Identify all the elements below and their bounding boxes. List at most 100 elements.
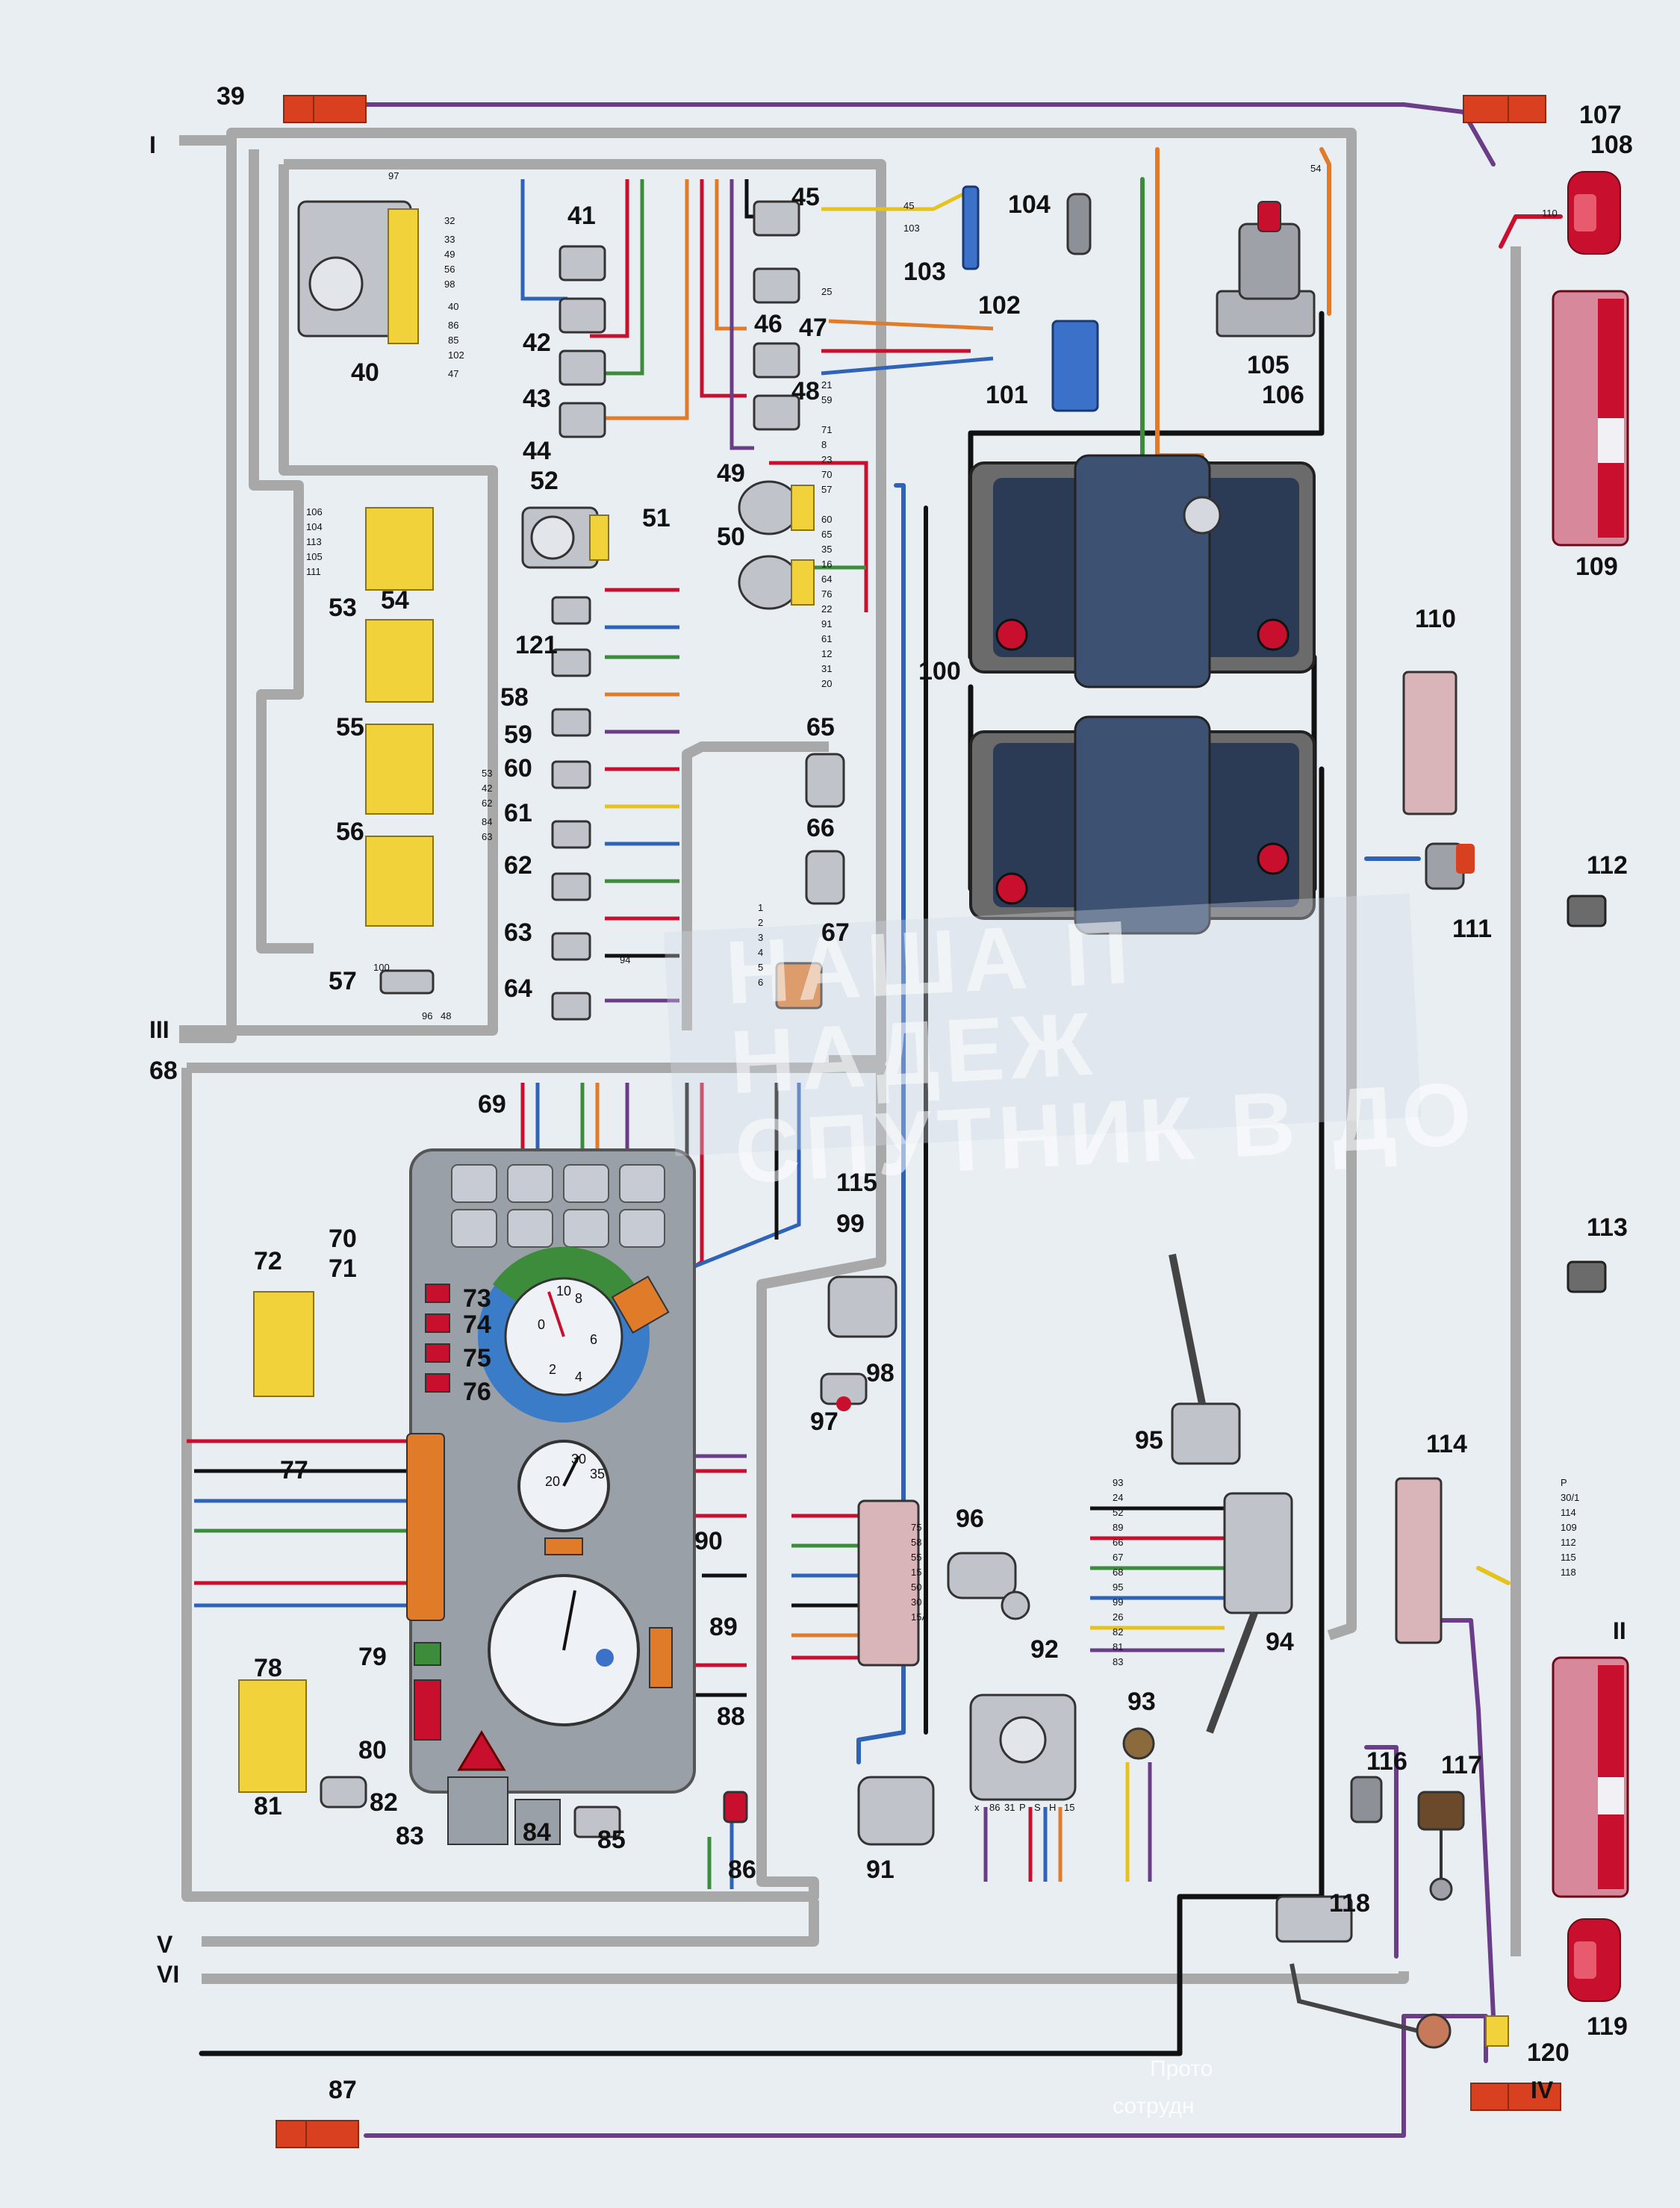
bundle-wire-7 [729, 179, 754, 450]
callout-label-13: 103 [903, 258, 946, 286]
callout-label-14: 104 [1008, 190, 1051, 219]
callout-label-33: 61 [504, 799, 532, 827]
fuse-107-body [1463, 95, 1546, 123]
pedal-90-body [857, 1776, 935, 1846]
watermark-line-2: НАДЕЖ [728, 994, 1100, 1113]
switch-83 [514, 1799, 561, 1845]
wire-number-31: 59 [821, 394, 832, 405]
wire-number-40: 16 [821, 559, 832, 570]
ignition-key-ring [1001, 1590, 1030, 1620]
motor-52-connector [589, 514, 609, 561]
wire-number-6: 86 [448, 320, 458, 331]
fuse-63 [551, 932, 591, 961]
speedometer-88 [596, 1649, 614, 1667]
gauge-number-1: 2 [549, 1362, 556, 1377]
callout-label-0: 39 [217, 82, 245, 111]
wire-orange-105 [1319, 147, 1331, 316]
wire-number-81: 6 [758, 977, 763, 988]
lamp-78 [414, 1642, 441, 1666]
wire-number-61: 115 [1561, 1552, 1576, 1563]
panel-button-4 [619, 1164, 665, 1203]
callout-label-69: 89 [709, 1613, 738, 1641]
wire-number-59: 109 [1561, 1522, 1577, 1533]
wire-number-32: 71 [821, 424, 832, 435]
component-111-cap [1456, 844, 1475, 874]
callout-label-40: 100 [918, 657, 961, 685]
wire-number-67: 66 [1113, 1537, 1123, 1548]
pedal-97-body [827, 1275, 897, 1338]
terminal-code-3: P [1019, 1802, 1026, 1813]
terminal-code-4: S [1034, 1802, 1041, 1813]
ignition-switch-95 [857, 1499, 1030, 1667]
bundle-wire-11 [828, 319, 994, 331]
wire-number-22: 94 [620, 954, 630, 965]
callout-label-24: 53 [329, 594, 357, 622]
headlamp-upper-panel [1074, 454, 1211, 688]
wire-number-19: 105 [306, 551, 323, 562]
fuse-wires [605, 588, 679, 1003]
sensor-112-top-body [1567, 895, 1607, 927]
wire-number-58: 114 [1561, 1507, 1576, 1518]
watermark: НАША П НАДЕЖ СПУТНИК В ДО [663, 893, 1480, 1202]
connector-56-block [365, 836, 434, 927]
callout-label-45: 114 [1426, 1430, 1467, 1458]
callout-label-77: 97 [810, 1408, 839, 1436]
callout-label-81: 116 [1366, 1747, 1407, 1776]
relay-42 [559, 297, 606, 334]
harness-middle [682, 741, 829, 1030]
connector-71-block [253, 1291, 314, 1397]
callout-label-51: 71 [329, 1254, 357, 1283]
callout-label-11: 47 [799, 314, 827, 342]
fuse-121 [551, 596, 591, 625]
bundle-wire-8 [744, 179, 754, 219]
wire-number-63: 93 [1113, 1477, 1123, 1488]
wire-number-47: 31 [821, 663, 832, 674]
connectors-53-56 [365, 507, 434, 927]
callout-label-32: 60 [504, 754, 532, 783]
component-117-weight [1416, 2013, 1452, 2049]
wire-number-46: 12 [821, 648, 832, 659]
wire-number-25: 100 [373, 962, 390, 973]
panel-button-8 [619, 1209, 665, 1248]
relay-91-dial [999, 1716, 1047, 1764]
component-104 [1066, 193, 1092, 255]
wire-number-74: 81 [1113, 1641, 1123, 1652]
fuse-39-body [283, 95, 367, 123]
tacho-needle [547, 1291, 565, 1337]
wire-number-71: 99 [1113, 1596, 1123, 1608]
component-117 [1275, 1895, 1452, 2049]
fuse-39 [283, 95, 367, 123]
wire-number-72: 26 [1113, 1611, 1123, 1623]
wire-number-57: 30/1 [1561, 1492, 1579, 1503]
callout-label-54: 74 [463, 1310, 491, 1339]
component-115-body [1350, 1776, 1383, 1823]
speedometer-needle [562, 1590, 576, 1651]
component-66-body [805, 850, 845, 905]
column-switch-94 [1169, 1254, 1241, 1465]
relay-43 [559, 349, 606, 386]
fuse-59 [551, 708, 591, 737]
fuse-107 [1463, 95, 1546, 123]
callout-label-86: IV [1531, 2077, 1554, 2103]
connector-113 [1395, 1477, 1443, 1644]
component-57-body [379, 969, 435, 995]
bundle-wire-4 [597, 179, 689, 420]
column-switch-94-lever [1169, 1254, 1206, 1405]
connector-110 [1402, 671, 1457, 815]
callout-label-27: 56 [336, 818, 364, 846]
callout-label-37: 65 [806, 713, 835, 741]
wire-number-9: 47 [448, 368, 458, 379]
callout-label-31: 59 [504, 721, 532, 749]
wire-number-35: 70 [821, 469, 832, 480]
headlamp-100-upper [969, 454, 1316, 688]
wire-number-24: 48 [441, 1010, 451, 1021]
wiper-motor-40 [297, 200, 419, 344]
lamp-118 [1567, 1918, 1621, 2002]
bottom-overlay-2: сотрудн [1113, 2094, 1195, 2118]
harness-dash [181, 1063, 886, 1902]
component-103-body [962, 185, 980, 270]
wire-number-34: 23 [821, 454, 832, 465]
wire-number-66: 89 [1113, 1522, 1123, 1533]
